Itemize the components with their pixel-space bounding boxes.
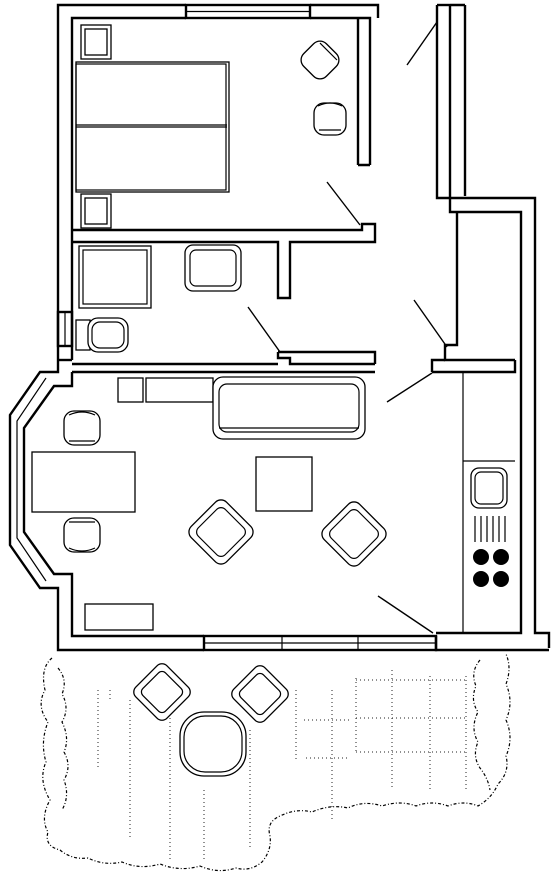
burner [473,549,489,565]
bench [84,603,154,631]
burner [493,549,509,565]
living-door [386,372,433,403]
nightstand-bottom [80,193,112,229]
round-table [179,711,247,777]
armchair [63,410,101,446]
armchair [300,40,340,80]
toilet [75,317,129,353]
bedroom-door [326,181,361,226]
bathtub [78,245,152,309]
armchair [133,663,191,721]
double-bed [75,61,230,193]
living-room [31,376,387,631]
walls [8,3,551,652]
armchair [231,665,289,723]
bedroom [75,24,347,229]
doors [247,21,448,634]
washbasin [184,244,242,292]
kitchen [462,372,515,633]
sideboard [145,377,214,403]
entrance-door [406,21,438,66]
armchair [321,501,387,567]
nightstand-top [80,24,112,60]
burner [493,571,509,587]
kitchen-door [377,595,434,634]
bathroom-door [247,306,281,353]
bathroom [75,244,242,353]
sink [470,467,508,509]
armchair [313,102,347,136]
cooktop [473,516,509,587]
armchair [63,517,101,553]
burner [473,571,489,587]
hedge [40,653,511,872]
sofa [212,376,366,440]
closet-door [413,299,448,348]
coffee-table [255,456,313,512]
side-table [117,377,144,403]
terrace [40,653,511,872]
desk [31,451,136,513]
armchair [188,499,254,565]
